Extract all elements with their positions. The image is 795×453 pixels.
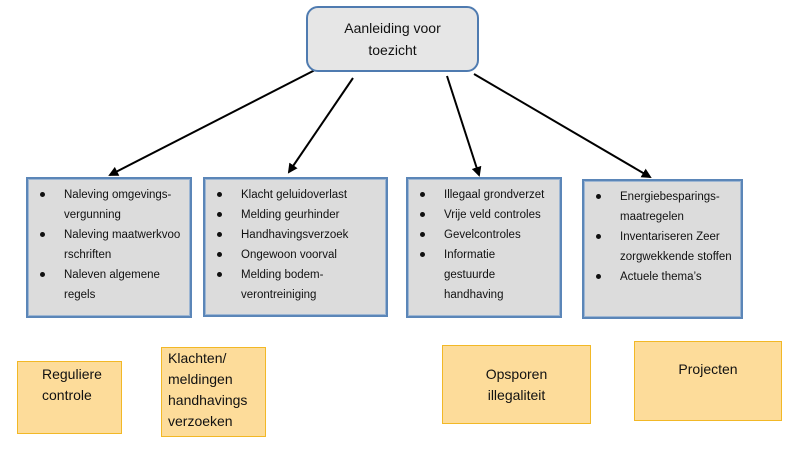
bullet-icon [596,274,601,279]
label-line: controle [42,387,92,403]
label-opsporen-illegaliteit: Opsporen illegaliteit [442,345,591,424]
category-box-opsporen-illegaliteit: Illegaal grondverzet Vrije veld controle… [406,177,562,318]
list-item-text: Naleving omgevings-vergunning [64,189,172,221]
bullet-icon [40,272,45,277]
label-line: Klachten/ [168,350,227,366]
arrow-to-category-4 [473,73,652,179]
list-item-text: Melding geurhinder [241,209,340,221]
label-klachten-meldingen-handhavingsverzoeken: Klachten/ meldingen handhavings verzoeke… [161,347,266,437]
list-item-text: Actuele thema’s [620,271,702,283]
list-item: Illegaal grondverzet [414,185,554,205]
bullet-icon [217,212,222,217]
list-item-text: Melding bodem-verontreiniging [241,269,324,301]
list-item: Handhavingsverzoek [211,225,380,245]
list-item: Naleving maatwerkvoorschriften [34,225,184,265]
bullet-icon [217,272,222,277]
list-item: Melding geurhinder [211,205,380,225]
category-box-klachten-meldingen: Klacht geluidoverlast Melding geurhinder… [203,177,388,317]
bullet-icon [420,192,425,197]
list-item: Melding bodem-verontreiniging [211,265,380,305]
list-item-text: Handhavingsverzoek [241,229,349,241]
list-item: Inventariseren Zeer zorgwekkende stoffen [590,227,735,267]
root-node-line-2: toezicht [368,42,417,58]
label-line: Opsporen [485,366,548,382]
list-item-text: Ongewoon voorval [241,249,337,261]
list-item-text: Illegaal grondverzet [444,189,545,201]
label-line: Reguliere [42,366,102,382]
bullet-icon [420,232,425,237]
list-item: Actuele thema’s [590,267,735,287]
list-item-text: Inventariseren Zeer zorgwekkende stoffen [620,231,732,263]
label-line: verzoeken [168,413,233,429]
bullet-icon [217,232,222,237]
bullet-icon [40,232,45,237]
list-item: Informatie gestuurde handhaving [414,245,554,305]
list-item-text: Vrije veld controles [444,209,541,221]
category-list: Klacht geluidoverlast Melding geurhinder… [211,185,380,305]
list-item: Energiebesparings-maatregelen [590,187,735,227]
category-box-projecten: Energiebesparings-maatregelen Inventaris… [582,179,743,319]
list-item-text: Gevelcontroles [444,229,521,241]
arrow-to-category-1 [108,69,316,176]
arrow-to-category-2 [287,77,354,174]
label-line: meldingen [168,371,233,387]
list-item-text: Informatie gestuurde handhaving [444,249,504,301]
bullet-icon [217,192,222,197]
label-line: handhavings [168,392,248,408]
list-item: Naleving omgevings-vergunning [34,185,184,225]
list-item: Klacht geluidoverlast [211,185,380,205]
category-list: Naleving omgevings-vergunning Naleving m… [34,185,184,305]
bullet-icon [596,234,601,239]
label-reguliere-controle: Reguliere controle [17,361,122,434]
list-item-text: Klacht geluidoverlast [241,189,348,201]
bullet-icon [217,252,222,257]
label-line: illegaliteit [487,387,546,403]
list-item: Ongewoon voorval [211,245,380,265]
bullet-icon [596,194,601,199]
root-node-line-1: Aanleiding voor [344,20,441,36]
bullet-icon [420,252,425,257]
list-item: Vrije veld controles [414,205,554,225]
category-list: Illegaal grondverzet Vrije veld controle… [414,185,554,305]
label-line: Projecten [678,361,738,377]
arrow-to-category-3 [446,75,482,177]
list-item: Naleven algemene regels [34,265,184,305]
list-item-text: Energiebesparings-maatregelen [620,191,720,223]
list-item: Gevelcontroles [414,225,554,245]
bullet-icon [40,192,45,197]
list-item-text: Naleven algemene regels [64,269,160,301]
category-list: Energiebesparings-maatregelen Inventaris… [590,187,735,287]
label-projecten: Projecten [634,341,782,421]
bullet-icon [420,212,425,217]
list-item-text: Naleving maatwerkvoorschriften [64,229,181,261]
root-node-aanleiding-voor-toezicht: Aanleiding voor toezicht [306,6,479,72]
category-box-reguliere-controle: Naleving omgevings-vergunning Naleving m… [26,177,192,318]
